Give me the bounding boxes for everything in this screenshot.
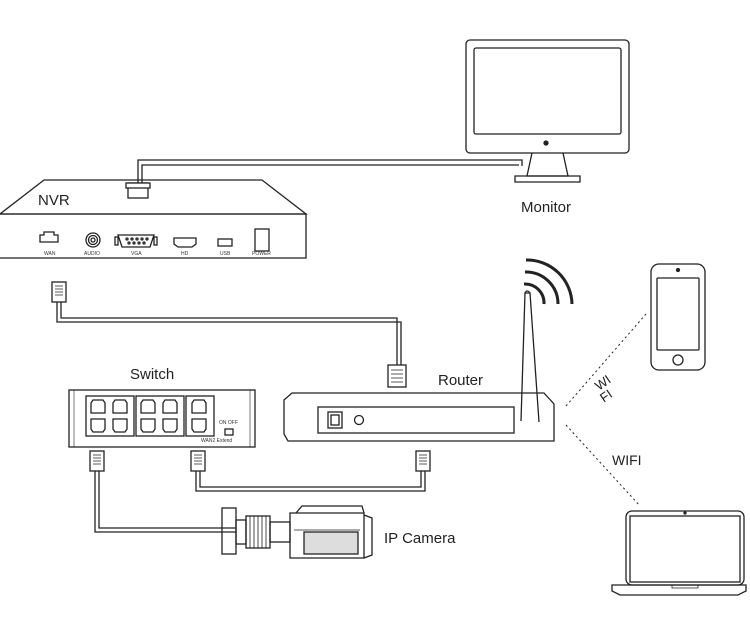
port-label-usb: USB: [220, 251, 231, 257]
router-label: Router: [438, 372, 484, 389]
switch-toggle-label: ON OFF: [219, 420, 238, 426]
switch-camera-cable: [94, 471, 236, 533]
switch-extend-label: WAN2 Extend: [201, 438, 233, 444]
switch-label: Switch: [130, 366, 175, 383]
nvr-device: [0, 179, 308, 259]
camera-label: IP Camera: [384, 530, 456, 547]
phone-device: [650, 263, 706, 371]
port-label-wan: WAN: [44, 251, 56, 257]
router-cable-plug: [387, 364, 407, 388]
nvr-router-cable: [56, 302, 402, 368]
nvr-monitor-cable: [137, 159, 523, 183]
port-label-vga: VGA: [131, 251, 142, 257]
wifi-link-phone: [565, 313, 647, 407]
nvr-label: NVR: [38, 192, 70, 209]
laptop-wifi-label: WIFI: [612, 452, 642, 468]
router-device: [283, 258, 574, 442]
monitor-label: Monitor: [521, 199, 572, 216]
laptop-device: [611, 510, 747, 596]
port-label-power: POWER: [252, 251, 271, 257]
switch-device: [68, 389, 256, 448]
ip-camera-device: [221, 505, 373, 559]
monitor-device: [465, 39, 630, 183]
wifi-link-laptop: [565, 424, 641, 507]
port-label-audio: AUDIO: [84, 251, 100, 257]
switch-router-cable: [195, 471, 426, 492]
port-label-hd: HD: [181, 251, 189, 257]
